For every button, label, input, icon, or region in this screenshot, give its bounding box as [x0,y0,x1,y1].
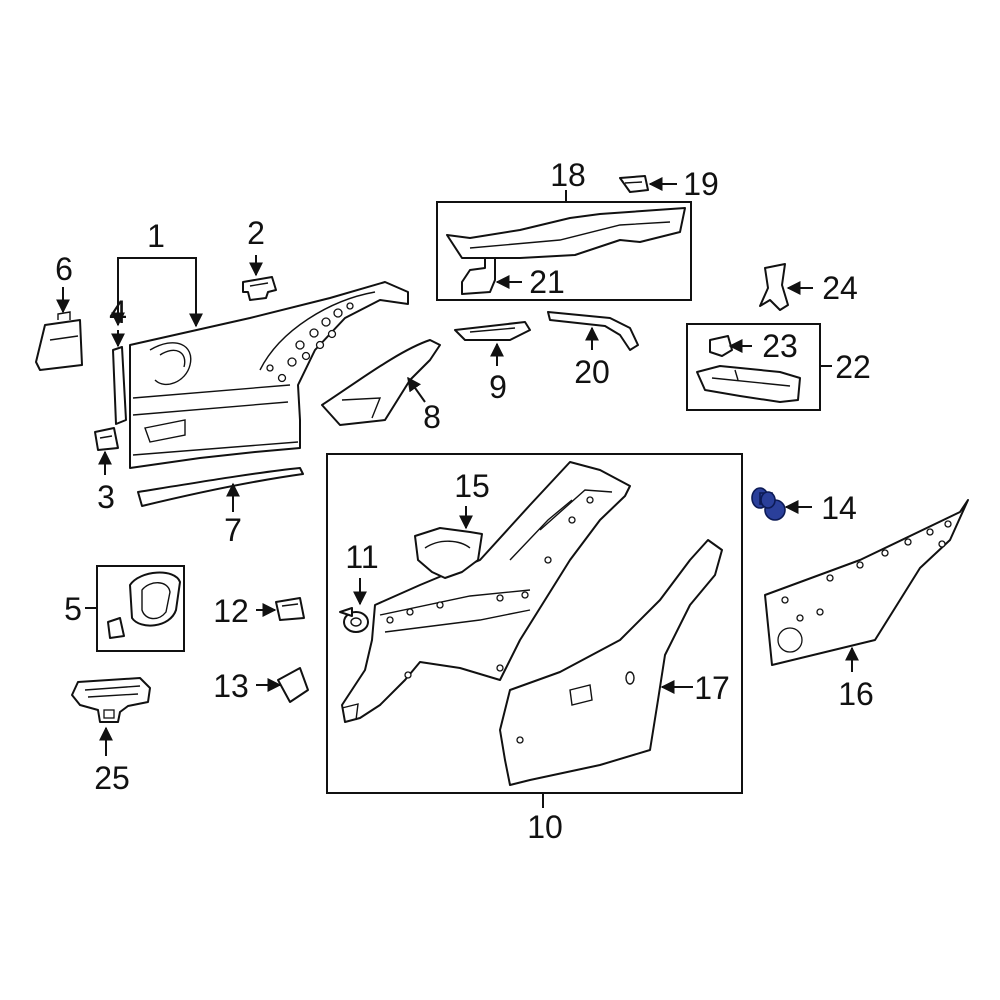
callout-20[interactable]: 20 [574,354,610,390]
callout-21[interactable]: 21 [529,264,565,300]
callout-6[interactable]: 6 [55,251,73,287]
part-10-group-box [326,453,743,794]
part-16-panel[interactable] [764,499,969,666]
part-4-seal-strip[interactable] [112,346,127,425]
callout-4[interactable]: 4 [109,294,127,330]
part-21-bracket[interactable] [461,257,496,295]
callout-13[interactable]: 13 [213,668,249,704]
part-24-brace[interactable] [759,263,789,311]
leader-1 [117,257,203,328]
part-10-wheelhouse[interactable] [341,461,631,723]
part-3-clip[interactable] [94,427,119,451]
part-9-bracket[interactable] [454,321,531,341]
part-1-quarter-panel[interactable] [129,281,409,469]
part-25-vent[interactable] [71,677,151,723]
part-11-grommet[interactable] [339,607,369,633]
callout-19[interactable]: 19 [683,166,719,202]
part-5-cover[interactable] [107,571,181,639]
part-20-rail[interactable] [547,311,639,351]
callout-22[interactable]: 22 [835,349,871,385]
leader-8 [407,376,426,403]
part-22-bracket[interactable] [696,365,801,403]
callout-23[interactable]: 23 [762,328,798,364]
callout-10[interactable]: 10 [527,809,563,845]
callout-3[interactable]: 3 [97,479,115,515]
callout-7[interactable]: 7 [224,512,242,548]
callout-16[interactable]: 16 [838,676,874,712]
callout-25[interactable]: 25 [94,760,130,796]
callout-11[interactable]: 11 [345,539,378,575]
leader-lines [56,177,859,808]
callout-15[interactable]: 15 [454,468,490,504]
part-7-rocker-molding[interactable] [137,467,304,507]
callout-24[interactable]: 24 [822,270,858,306]
callout-17[interactable]: 17 [694,670,730,706]
part-14-fastener[interactable] [751,487,786,521]
callout-18[interactable]: 18 [550,157,586,193]
part-2-bracket[interactable] [242,276,277,301]
callout-labels: 1 2 3 4 5 6 7 8 9 10 11 12 13 14 15 16 1… [55,157,874,845]
callout-2[interactable]: 2 [247,215,265,251]
callout-9[interactable]: 9 [489,369,507,405]
part-8-panel[interactable] [321,339,441,426]
callout-1[interactable]: 1 [147,218,165,254]
part-6-bracket[interactable] [35,311,83,371]
callout-12[interactable]: 12 [213,593,249,629]
part-17-liner[interactable] [499,539,723,786]
part-12-clip[interactable] [275,597,305,621]
part-18-group-box [436,201,692,301]
callout-8[interactable]: 8 [423,399,441,435]
part-23-clip[interactable] [709,335,733,357]
part-15-bracket[interactable] [414,527,483,579]
part-13-clip[interactable] [277,667,309,703]
part-18-rail[interactable] [446,207,686,259]
callout-5[interactable]: 5 [64,591,82,627]
callout-14[interactable]: 14 [821,490,857,526]
part-19-clip[interactable] [619,175,649,193]
